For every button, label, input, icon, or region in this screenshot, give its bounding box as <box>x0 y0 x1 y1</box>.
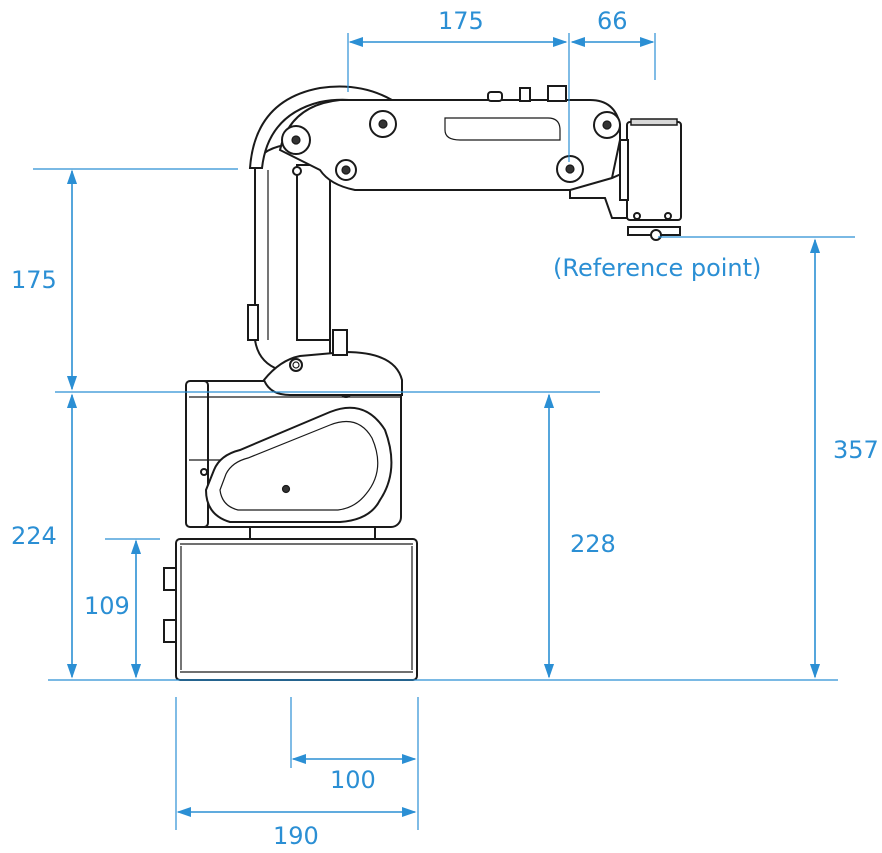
label-joint-height: 228 <box>570 530 616 558</box>
label-end-offset: 66 <box>597 7 628 35</box>
label-shoulder-height: 224 <box>11 522 57 550</box>
base-box <box>163 526 418 681</box>
dimension-lines <box>33 33 855 830</box>
robot-arm <box>163 85 682 681</box>
end-effector <box>569 118 682 241</box>
label-base-height: 109 <box>84 592 130 620</box>
label-total-height: 357 <box>833 436 879 464</box>
upper-arm <box>247 144 403 396</box>
label-upper-arm-length: 175 <box>11 266 57 294</box>
label-base-offset: 100 <box>330 766 376 794</box>
reference-point-label: (Reference point) <box>553 254 762 282</box>
label-forearm-length: 175 <box>438 7 484 35</box>
lower-body <box>185 380 402 528</box>
label-base-width: 190 <box>273 822 319 850</box>
forearm <box>248 85 621 191</box>
